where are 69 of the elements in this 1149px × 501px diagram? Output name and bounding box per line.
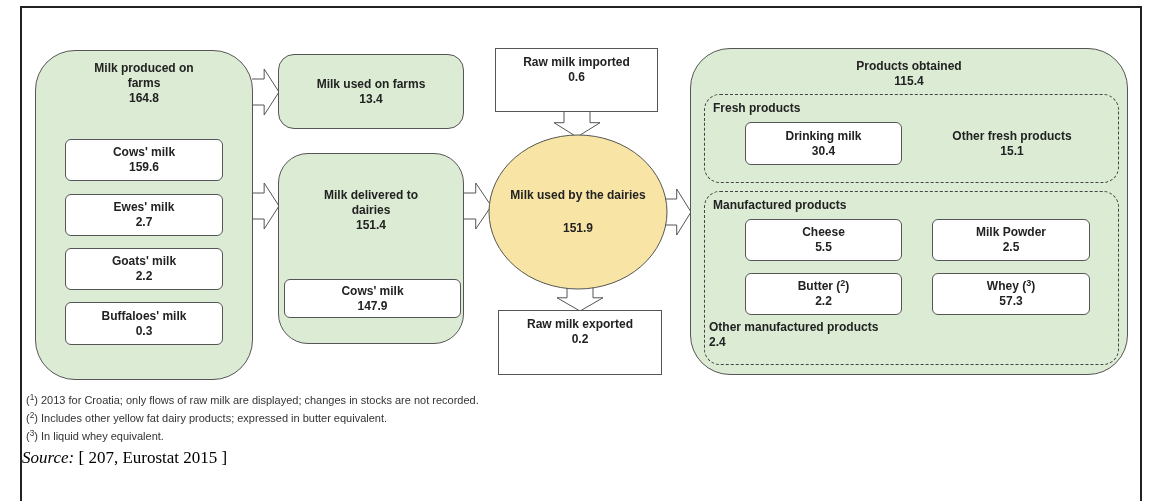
node-value: 5.5 [815, 240, 832, 255]
node-title: Cheese [802, 225, 845, 240]
value-box [284, 279, 461, 318]
block-arrow [251, 182, 280, 230]
node-value: 115.4 [894, 74, 924, 89]
process-box [278, 153, 464, 344]
node-title: Buffaloes' milk [101, 308, 187, 324]
node-title: Products obtained [856, 59, 962, 74]
node-value: 2.2 [135, 269, 153, 284]
products-panel [690, 48, 1128, 375]
process-box [278, 54, 464, 129]
node-title: Milk used by the dairies [510, 188, 646, 203]
value-box [745, 219, 902, 261]
block-arrow [462, 182, 492, 230]
node-title: Milk produced on farms [93, 61, 195, 91]
node-value: 15.1 [1000, 143, 1024, 159]
source-panel [35, 50, 253, 380]
source-note: Source: [ 207, Eurostat 2015 ] [22, 447, 229, 469]
node-title: Milk delivered to dairies [323, 188, 419, 218]
node-title: Fresh products [713, 101, 801, 116]
node-title: Other manufactured products [709, 320, 879, 335]
node-title: Other fresh products [952, 128, 1072, 144]
node-value: 147.9 [357, 298, 388, 314]
node-value: 151.4 [356, 218, 386, 233]
node-value: 2.5 [1002, 240, 1020, 255]
node-value: 164.8 [129, 91, 159, 106]
value-box [745, 122, 902, 165]
value-box [65, 139, 223, 181]
node-title: Milk Powder [976, 225, 1046, 240]
footnote: ($^{3}$) In liquid whey equivalent. [26, 427, 165, 444]
node-title: Whey ($^{3}$) [986, 279, 1036, 294]
node-title: Raw milk imported [523, 55, 630, 70]
value-box [932, 273, 1090, 315]
node-title: Butter ($^{2}$) [797, 279, 850, 294]
node-value: 0.3 [135, 323, 153, 339]
value-box [65, 248, 223, 290]
node-title: Manufactured products [713, 198, 847, 213]
node-title: Milk used on farms [316, 76, 426, 92]
node-title: Goats' milk [111, 254, 177, 269]
node-value: 0.2 [571, 332, 589, 347]
node-value: 159.6 [129, 160, 159, 175]
value-box [932, 219, 1090, 261]
node-value: 2.7 [135, 215, 153, 230]
value-box [65, 194, 223, 236]
node-title: Raw milk exported [527, 317, 633, 332]
node-value: 0.6 [568, 70, 585, 85]
process-circle [488, 134, 668, 290]
node-value: 30.4 [811, 143, 836, 159]
dashed-group [704, 94, 1119, 183]
node-value: 57.3 [999, 294, 1023, 309]
node-value: 13.4 [359, 91, 383, 107]
dashed-group [704, 191, 1119, 365]
block-arrow [553, 110, 601, 138]
node-title: Ewes' milk [113, 200, 175, 215]
node-title: Cows' milk [112, 145, 176, 160]
node-value: 2.2 [815, 294, 832, 309]
block-arrow [251, 68, 280, 116]
footnote: ($^{2}$) Includes other yellow fat dairy products; expressed in butter equivalent. [26, 409, 389, 426]
footnote: ($^{1}$) 2013 for Croatia; only flows of raw milk are displayed; changes in stocks are not recorded. [26, 391, 479, 408]
block-arrow [664, 188, 692, 236]
value-box [65, 302, 223, 345]
value-box [745, 273, 902, 315]
node-title: Cows' milk [341, 283, 404, 299]
node-title: Drinking milk [785, 128, 862, 144]
value-box [495, 48, 658, 112]
node-value: 151.9 [563, 221, 593, 236]
block-arrow [556, 286, 604, 312]
node-value: 2.4 [709, 335, 726, 350]
value-box [498, 310, 662, 375]
